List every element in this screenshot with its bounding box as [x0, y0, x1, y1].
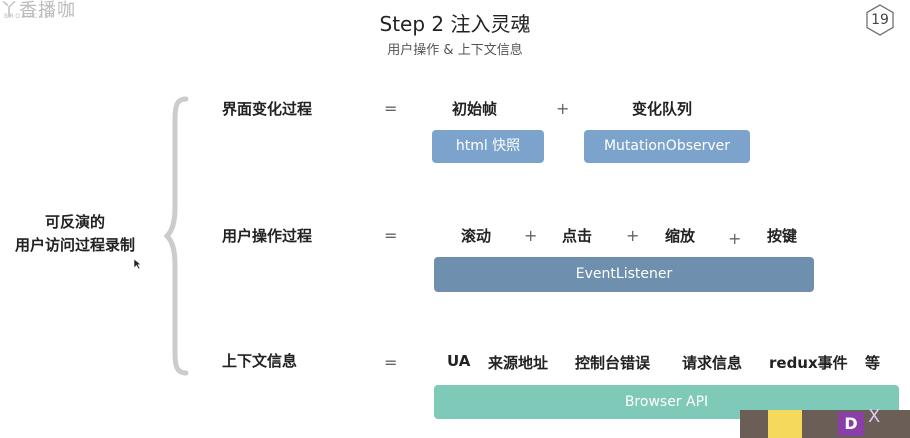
- thumbnail-strip: [740, 410, 910, 438]
- equals-sign: =: [384, 353, 398, 372]
- item-ua: UA: [447, 352, 471, 370]
- equals-sign: =: [384, 99, 398, 118]
- thumbnail-x: X: [868, 406, 881, 427]
- item-etc: 等: [865, 354, 881, 372]
- slide-subtitle: 用户操作 & 上下文信息: [387, 43, 523, 58]
- pill-browser-api: Browser API: [434, 385, 899, 419]
- hexagon-icon: [866, 4, 894, 36]
- item-scroll: 滚动: [461, 227, 492, 245]
- pill-mutation-observer: MutationObserver: [584, 130, 750, 163]
- plus-sign: +: [626, 226, 640, 245]
- row-label-context-info: 上下文信息: [222, 352, 298, 370]
- left-label-line1: 可反演的: [44, 213, 105, 231]
- page-number-badge: 19: [863, 3, 897, 37]
- plus-sign: +: [556, 99, 570, 118]
- left-label-line2: 用户访问过程录制: [14, 236, 135, 254]
- item-console-errors: 控制台错误: [575, 354, 651, 372]
- watermark-logo: 丫香播咖: [0, 0, 76, 21]
- item-keypress: 按键: [767, 227, 798, 245]
- watermark-subtext: BROADCAST: [4, 13, 55, 20]
- item-change-queue: 变化队列: [632, 100, 693, 118]
- pill-event-listener: EventListener: [434, 257, 814, 292]
- item-zoom: 缩放: [665, 227, 696, 245]
- row-label-user-actions: 用户操作过程: [222, 227, 313, 245]
- item-referrer: 来源地址: [488, 354, 549, 372]
- mouse-cursor-icon: [133, 258, 142, 270]
- thumbnail-d: D: [838, 412, 864, 436]
- plus-sign: +: [524, 226, 538, 245]
- smiley-sticker-icon: [768, 410, 802, 438]
- item-initial-frame: 初始帧: [452, 100, 498, 118]
- item-click: 点击: [562, 227, 593, 245]
- pill-html-snapshot: html 快照: [432, 130, 544, 163]
- curly-brace-icon: [164, 96, 189, 376]
- slide-title: Step 2 注入灵魂: [379, 12, 531, 36]
- page-number: 19: [871, 12, 889, 28]
- item-redux-events: redux事件: [769, 354, 848, 372]
- plus-sign: +: [728, 229, 742, 248]
- row-label-ui-changes: 界面变化过程: [222, 100, 313, 118]
- item-request-info: 请求信息: [682, 354, 743, 372]
- equals-sign: =: [384, 226, 398, 245]
